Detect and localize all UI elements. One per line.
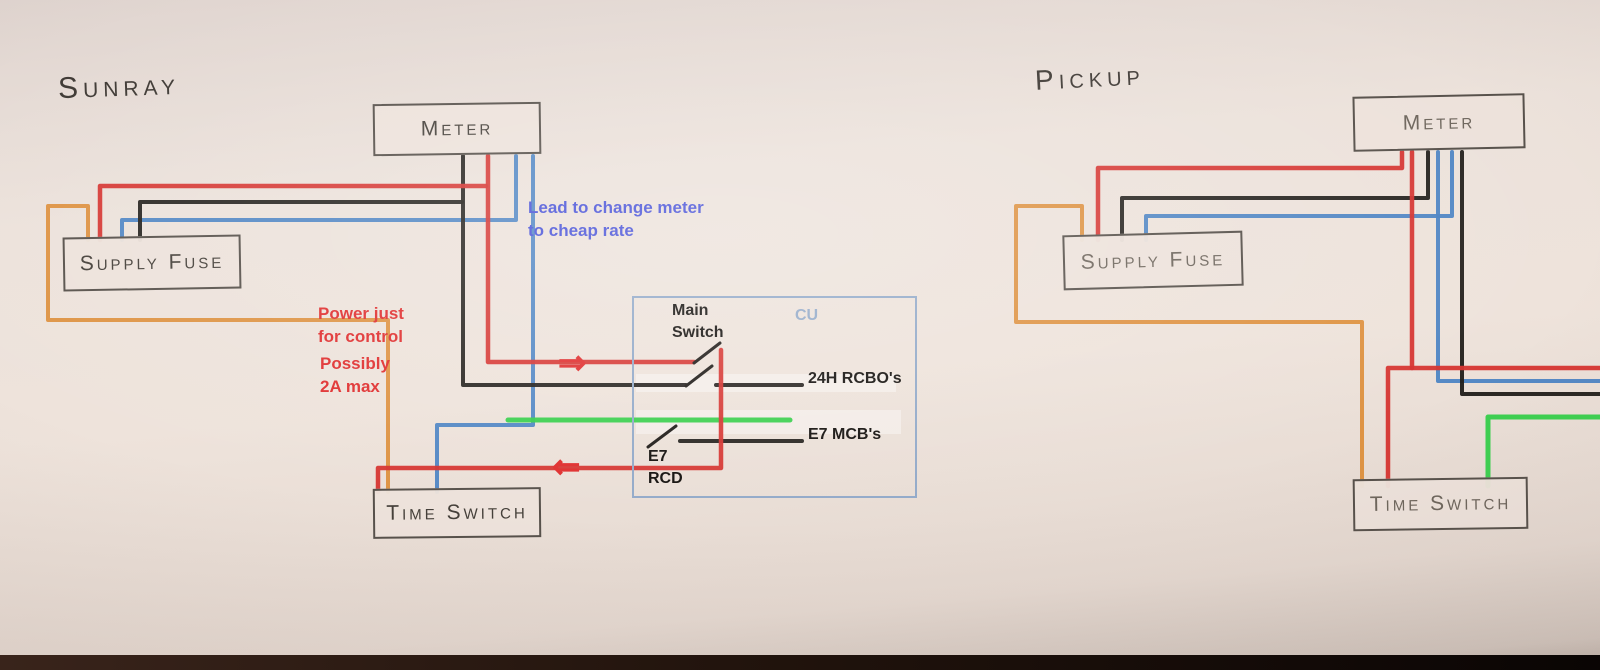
sunray-rcd-label: E7 RCD (648, 448, 683, 487)
pickup-supply-fuse-label: Supply Fuse (1080, 246, 1226, 274)
sunray-mcb-label: E7 MCB's (808, 426, 882, 443)
sunray-wire-red-meter-mainswitch (485, 153, 697, 365)
sunray-wire-red-supplyfuse-meter (97, 183, 489, 243)
pickup-wire-red-right-timeswitch (1385, 365, 1600, 489)
photo-bottom-edge (0, 655, 1600, 670)
sunray-time-switch-label: Time Switch (386, 500, 528, 525)
sunray-meter-label: Meter (420, 116, 494, 141)
sunray-wire-blue-supplyfuse-meter (120, 154, 518, 242)
sunray-rcbo-switch-blade (684, 364, 714, 388)
sunray-consumer-unit-box (632, 296, 917, 498)
pickup-wire-green-right-timeswitch (1485, 414, 1600, 489)
sunray-wire-orange-supplyfuse-timeswitch (46, 204, 390, 494)
pickup-meter-box: Meter (1352, 93, 1526, 152)
pickup-time-switch-label: Time Switch (1369, 491, 1512, 516)
sunray-wire-blue-meter-timeswitch (435, 154, 535, 494)
pickup-time-switch-box: Time Switch (1352, 476, 1529, 532)
sunray-arrow-out-of-cu-icon: ⇐ (552, 448, 581, 486)
sunray-supply-fuse-box: Supply Fuse (62, 234, 242, 292)
pickup-title: Pickup (1034, 59, 1146, 96)
sunray-wire-black-meter-cu (461, 154, 688, 387)
sunray-time-switch-box: Time Switch (372, 487, 542, 539)
pickup-wire-blue-meter-right (1436, 150, 1600, 383)
sunray-rcbo-label: 24H RCBO's (808, 370, 902, 387)
pickup-wire-black-meter-right (1460, 150, 1600, 396)
sunray-cu-label: CU (795, 307, 819, 324)
sunray-note-power-control: Power just for control (318, 304, 404, 346)
sunray-rcd-switch-blade (646, 424, 678, 449)
sunray-wire-black-supplyfuse-meter (138, 200, 464, 242)
sunray-arrow-into-cu-icon: ⇒ (558, 344, 587, 382)
pickup-wire-orange-supplyfuse-timeswitch (1014, 204, 1364, 488)
pickup-wire-red-supplyfuse-meter (1095, 149, 1405, 243)
sunray-note-2a-max: Possibly 2A max (320, 354, 390, 396)
sunray-wire-red-control-return (375, 347, 724, 495)
sunray-meter-box: Meter (372, 101, 542, 157)
sunray-title: Sunray (57, 67, 181, 106)
sunray-main-switch-blade (692, 341, 722, 365)
sunray-note-cheap-rate: Lead to change meter to cheap rate (528, 198, 704, 240)
pickup-supply-fuse-box: Supply Fuse (1062, 230, 1244, 291)
pickup-wire-blue-supplyfuse-meter (1144, 150, 1454, 242)
sunray-supply-fuse-label: Supply Fuse (79, 249, 225, 276)
pickup-wire-black-supplyfuse-meter (1120, 150, 1430, 242)
pickup-meter-label: Meter (1402, 109, 1476, 135)
sunray-main-switch-label: Main Switch (672, 302, 724, 341)
